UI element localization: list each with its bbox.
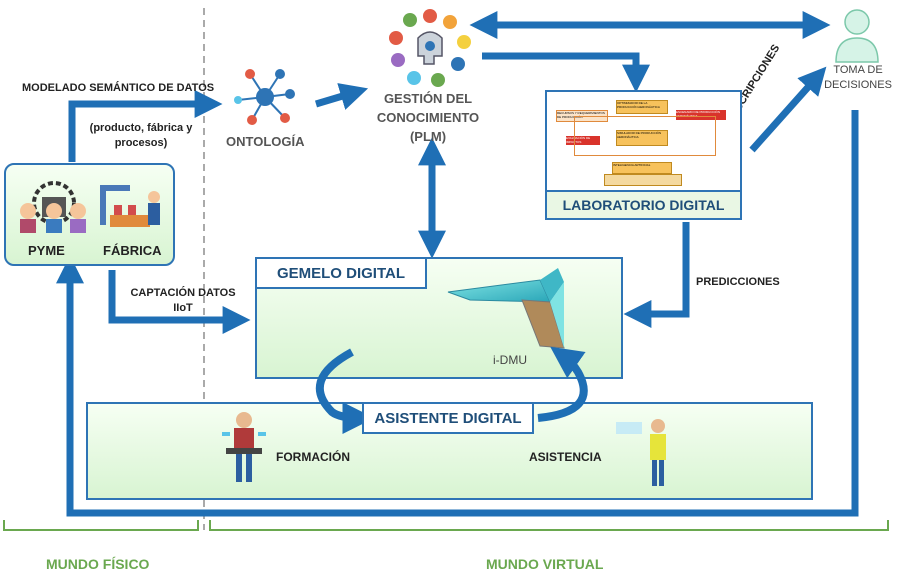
ontologia-gestion-arrow [314, 83, 369, 110]
asistente-title: ASISTENTE DIGITAL [362, 402, 534, 434]
ontologia-label: ONTOLOGÍA [226, 134, 305, 149]
idmu-label: i-DMU [493, 353, 527, 367]
lab-top-box: OPTIMIZADOR DE LA PRODUCCIÓN AERONÁUTICA [616, 100, 668, 114]
aircraft-wing-icon [447, 268, 565, 349]
mundo-virtual-label: MUNDO VIRTUAL [486, 556, 604, 572]
asistencia-label: ASISTENCIA [529, 450, 602, 464]
predicciones-label: PREDICCIONES [696, 276, 780, 288]
pyme-fabrica-illustration [20, 181, 160, 233]
modelado-sub-label: (producto, fábrica y procesos) [89, 122, 193, 149]
formacion-worker-icon [222, 412, 266, 482]
lab-mid-box: SIMULADOR DE PRODUCCIÓN AERONÁUTICA [616, 130, 668, 146]
workers-icon [20, 203, 86, 233]
captacion-arrow [108, 270, 251, 334]
lab-bottom-row [604, 174, 682, 186]
lab-diagram: OPTIMIZADOR DE LA PRODUCCIÓN AERONÁUTICA… [554, 96, 734, 188]
knowledge-head-icon [389, 9, 471, 87]
mundo-virtual-bracket [209, 520, 889, 531]
laboratorio-title: LABORATORIO DIGITAL [545, 190, 742, 220]
lab-eval-box: EVALUACIÓN DE IMPACTOS [566, 136, 600, 145]
modelado-label: MODELADO SEMÁNTICO DE DATOS [22, 82, 215, 94]
formacion-label: FORMACIÓN [276, 450, 350, 464]
mundo-fisico-bracket [3, 520, 199, 531]
asistencia-worker-icon [616, 419, 666, 486]
lab-loop [574, 116, 716, 156]
ontology-network-icon [234, 69, 295, 125]
predicciones-arrow [623, 222, 690, 328]
pyme-label: PYME [28, 243, 65, 258]
prescripciones-arrow [749, 66, 827, 153]
robot-arm-icon [100, 185, 160, 227]
toma-label: TOMA DE DECISIONES [824, 64, 892, 91]
gemelo-title: GEMELO DIGITAL [255, 257, 427, 289]
modelado-arrow [68, 90, 223, 162]
gestion-label: GESTIÓN DEL CONOCIMIENTO (PLM) [376, 91, 480, 144]
fabrica-label: FÁBRICA [103, 243, 162, 258]
person-icon [835, 9, 879, 63]
gestion-lab-arrow [482, 52, 650, 93]
feedback-loop-arrow-left [56, 110, 859, 517]
pyme-fabrica-box [4, 163, 175, 266]
lab-bottom-box: INTELIGENCIA ARTIFICIAL [612, 162, 672, 174]
mundo-fisico-label: MUNDO FÍSICO [46, 556, 150, 572]
captacion-label: CAPTACIÓN DATOS IIoT [130, 287, 236, 314]
